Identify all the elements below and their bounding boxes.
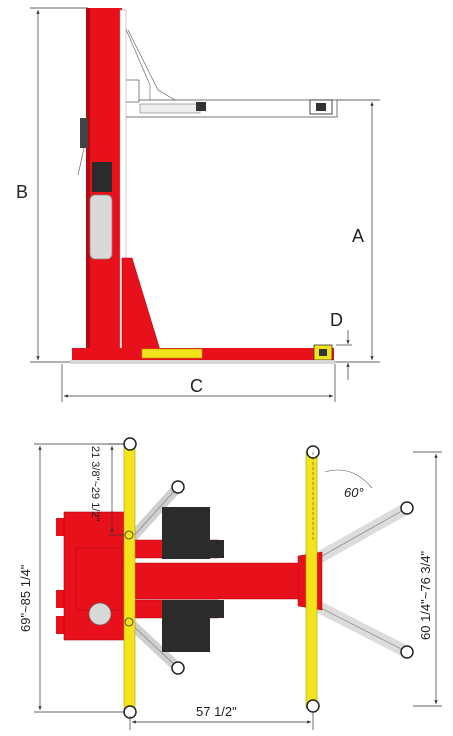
dimension-c: C	[61, 364, 336, 402]
dimension-a: A	[335, 99, 380, 363]
base-leg	[70, 344, 335, 364]
dimension-d: D	[330, 310, 352, 380]
label-b: B	[16, 182, 28, 202]
label-span: 57 1/2"	[196, 704, 237, 719]
dimension-span: 57 1/2"	[129, 704, 314, 730]
label-a: A	[352, 226, 364, 246]
angle-annotation: 60°	[312, 452, 373, 540]
motor-blocks	[162, 507, 224, 652]
side-view: B	[16, 7, 380, 402]
label-arm-range: 60 1/4"~76 3/4"	[418, 551, 433, 640]
label-small-range: 21 3/8"~29 1/2"	[89, 446, 101, 521]
top-view: 60° 69"~85 1/4" 21 3/8"~29 1/2" 60 1/4"~…	[18, 437, 442, 730]
dimension-small: 21 3/8"~29 1/2"	[89, 443, 124, 536]
label-d: D	[330, 310, 343, 330]
lift-pads	[123, 437, 414, 719]
dimension-arm: 60 1/4"~76 3/4"	[413, 451, 442, 707]
label-width-range: 69"~85 1/4"	[18, 564, 33, 632]
label-c: C	[190, 376, 203, 396]
swing-arms	[126, 483, 410, 672]
column	[77, 8, 161, 356]
column-top	[56, 511, 323, 641]
arm-side	[121, 19, 338, 118]
dimension-b: B	[16, 7, 88, 363]
label-angle: 60°	[344, 485, 364, 500]
